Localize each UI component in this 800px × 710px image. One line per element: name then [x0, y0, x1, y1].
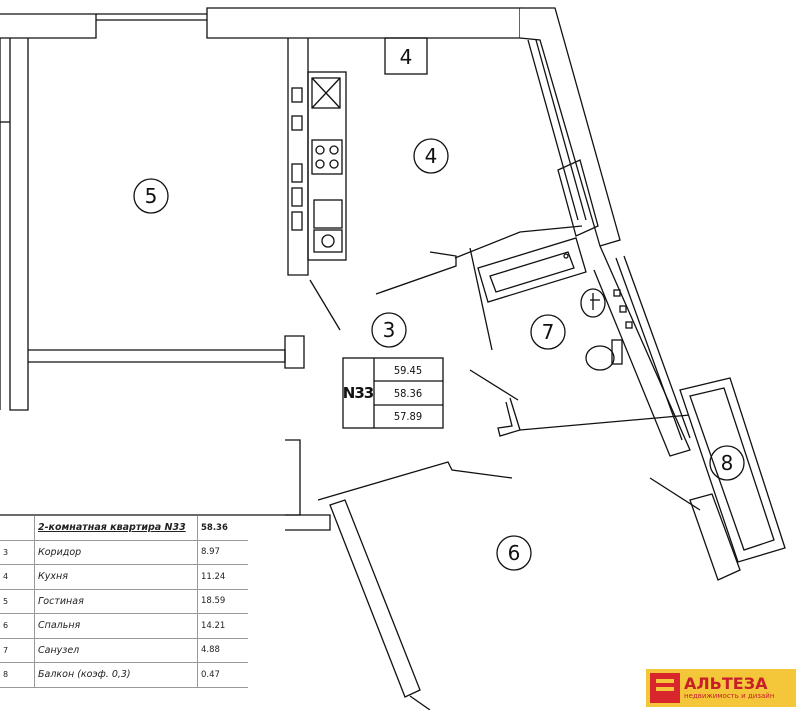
wall-partition-5-4 — [287, 38, 309, 276]
wall-room5-left — [9, 38, 29, 411]
kitchen-window-block — [384, 37, 428, 75]
legend-room-num: 3 — [0, 540, 35, 565]
wall-kitchen-balcony-box — [557, 159, 599, 237]
wall-kitchen-right — [519, 7, 621, 247]
legend-room-name: Кухня — [34, 564, 198, 590]
table-row: 8 Балкон (коэф. 0,3) 0.47 — [0, 662, 248, 688]
legend-room-name: Санузел — [34, 638, 198, 663]
legend-room-name: Балкон (коэф. 0,3) — [34, 662, 198, 688]
table-row: 3 Коридор 8.97 — [0, 540, 248, 565]
door-swing-bath — [469, 369, 519, 401]
kitchen-stove — [311, 139, 343, 175]
table-row: 5 Гостиная 18.59 — [0, 589, 248, 614]
legend-room-name: Спальня — [34, 613, 198, 639]
table-row: 4 Кухня 11.24 — [0, 564, 248, 590]
room-6-label: 6 — [508, 541, 521, 565]
legend-room-num: 7 — [0, 638, 35, 663]
wall-bath-left — [454, 225, 583, 259]
door-swing-balcony — [649, 477, 701, 511]
apartment-code: N33 — [343, 384, 374, 402]
wall-bath-lower — [497, 397, 521, 437]
legend-room-area: 11.24 — [197, 564, 248, 590]
legend-room-num: 5 — [0, 589, 35, 614]
kitchen-counter — [307, 71, 347, 261]
area-box — [342, 357, 444, 429]
door-swing-corridor — [309, 279, 341, 331]
legend-header-num — [0, 516, 35, 541]
bathtub — [477, 237, 587, 303]
room-3-label: 3 — [383, 318, 396, 342]
legend-title: 2-комнатная квартира N33 — [34, 516, 198, 541]
brand-name: АЛЬТЕЗА — [684, 674, 768, 693]
room-4-label: 4 — [425, 144, 438, 168]
room-5-label: 5 — [145, 184, 158, 208]
room-6-circle — [496, 535, 532, 571]
wall-bedroom-top — [317, 461, 513, 501]
brand-logo-badge: АЛЬТЕЗА недвижимость и дизайн — [646, 669, 796, 707]
area-without-balcony: 57.89 — [394, 410, 422, 423]
room-7-label: 7 — [542, 320, 555, 344]
room-3-circle — [371, 312, 407, 348]
door-swing-kitchen — [375, 251, 457, 295]
legend-room-area: 0.47 — [197, 662, 248, 688]
wall-top-left — [0, 13, 97, 39]
balcony — [679, 377, 786, 563]
brand-logo-icon — [650, 673, 680, 703]
legend-room-name: Коридор — [34, 540, 198, 565]
legend-room-num: 4 — [0, 564, 35, 590]
wall-top-right — [206, 7, 521, 39]
brand-text: АЛЬТЕЗА недвижимость и дизайн — [684, 675, 774, 701]
legend-room-name: Гостиная — [34, 589, 198, 614]
wall-bedroom-left — [329, 499, 421, 698]
room-4-circle — [413, 138, 449, 174]
legend-title-area: 58.36 — [197, 516, 248, 541]
toilet — [585, 345, 615, 371]
legend-header-row: 2-комнатная квартира N33 58.36 — [0, 516, 248, 541]
room-7-circle — [530, 314, 566, 350]
legend-room-num: 6 — [0, 613, 35, 639]
table-row: 6 Спальня 14.21 — [0, 613, 248, 639]
wall-bedroom-right — [689, 493, 741, 581]
wall-room5-column — [284, 335, 305, 369]
wall-room5-bottom — [28, 349, 286, 363]
area-total: 59.45 — [394, 364, 422, 377]
legend-room-area: 4.88 — [197, 638, 248, 663]
bath-sink — [580, 288, 606, 318]
legend-room-num: 8 — [0, 662, 35, 688]
legend-room-area: 14.21 — [197, 613, 248, 639]
room-8-circle — [709, 445, 745, 481]
wall-bath-diag — [469, 247, 493, 351]
legend-room-area: 8.97 — [197, 540, 248, 565]
wall-lower-left — [285, 439, 301, 516]
kitchen-oven — [313, 199, 343, 229]
kitchen-window-marker: 4 — [400, 45, 413, 69]
table-row: 7 Санузел 4.88 — [0, 638, 248, 663]
area-living: 58.36 — [394, 387, 422, 400]
kitchen-sink — [313, 229, 343, 253]
wall-facade-lower — [593, 245, 691, 457]
room-legend-table: 2-комнатная квартира N33 58.36 3 Коридор… — [0, 516, 248, 688]
room-5-circle — [133, 178, 169, 214]
legend-room-area: 18.59 — [197, 589, 248, 614]
kitchen-fridge — [311, 77, 341, 109]
brand-tagline: недвижимость и дизайн — [684, 692, 775, 700]
room-8-label: 8 — [721, 451, 734, 475]
